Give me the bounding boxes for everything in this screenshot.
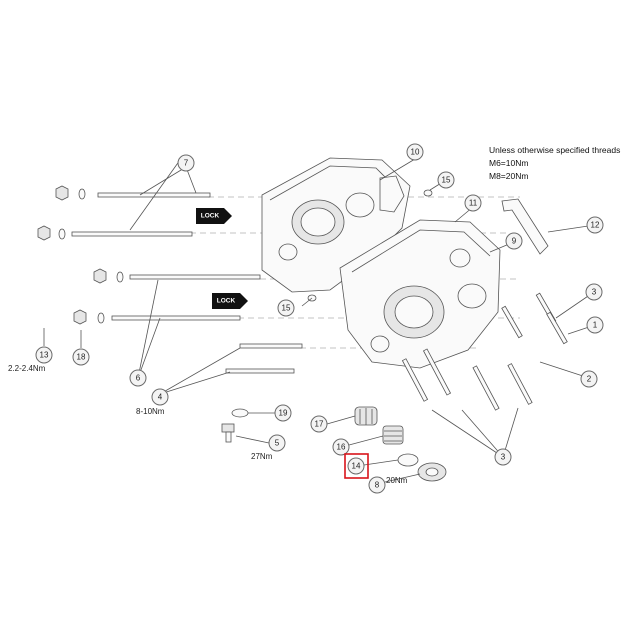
svg-text:16: 16 [337,443,346,452]
highlight-box [344,453,369,479]
bolt [239,343,303,349]
callout-17: 17 [310,415,328,433]
note-line: M8=20Nm [489,171,528,181]
torque-label-4: 8-10Nm [136,407,165,416]
right-bolts [401,292,568,411]
callout-18: 18 [72,348,90,366]
callout-9: 9 [505,232,523,250]
svg-text:11: 11 [469,199,478,208]
callout-11: 11 [464,194,482,212]
drain-plug-head [221,423,235,433]
svg-text:LOCK: LOCK [201,213,220,220]
filter-assembly [354,406,447,482]
stud-bolts [71,192,303,374]
callout-3: 3 [494,448,512,466]
callout-6: 6 [129,369,147,387]
callout-15: 15 [277,299,295,317]
bolt [507,363,533,405]
thread-torque-note: Unless otherwise specified threads M6=10… [489,145,620,181]
svg-text:4: 4 [158,393,163,402]
drain-plug-thread [225,431,232,443]
svg-text:10: 10 [411,148,420,157]
sealing-washer-icon [231,408,249,418]
nut-icon [73,309,87,325]
torque-label-13: 2.2-2.4Nm [8,364,46,373]
bolt [472,365,500,411]
note-line: Unless otherwise specified threads [489,145,620,155]
callout-4: 4 [151,388,169,406]
callout-12: 12 [586,216,604,234]
drain-plug-assembly [221,408,249,443]
callout-2: 2 [580,370,598,388]
svg-text:12: 12 [591,221,600,230]
callout-16: 16 [332,438,350,456]
svg-text:6: 6 [136,374,141,383]
crankcase-right-half [339,219,501,369]
lock-tag: LOCK [196,208,232,224]
breather-tube [501,198,549,255]
torque-label-8: 20Nm [386,476,408,485]
bolt [225,368,295,374]
svg-text:2: 2 [587,375,592,384]
svg-text:3: 3 [592,288,597,297]
callout-7: 7 [177,154,195,172]
bolt [422,348,452,396]
svg-text:3: 3 [501,453,506,462]
lock-tag: LOCK [212,293,248,309]
bolt [401,358,429,402]
o-ring-icon [397,453,419,467]
callout-8: 8 [368,476,386,494]
washer-icon [78,188,86,200]
svg-text:LOCK: LOCK [217,298,236,305]
callout-3: 3 [585,283,603,301]
nut-icon [55,185,69,201]
svg-text:7: 7 [184,159,189,168]
callout-10: 10 [406,143,424,161]
stud-bolt [111,315,241,321]
torque-label-5: 27Nm [251,452,273,461]
stud-bolt [71,231,193,237]
svg-text:5: 5 [275,439,280,448]
stud-bolt [129,274,261,280]
nut-icon [37,225,51,241]
callout-15: 15 [437,171,455,189]
note-line: M6=10Nm [489,158,528,168]
nut-icon [93,268,107,284]
svg-text:15: 15 [282,304,291,313]
svg-text:17: 17 [315,420,324,429]
svg-text:9: 9 [512,237,517,246]
callout-5: 5 [268,434,286,452]
callout-13: 13 [35,346,53,364]
svg-text:15: 15 [442,176,451,185]
spring-icon [382,425,404,445]
callout-14: 14 [347,457,365,475]
svg-text:14: 14 [352,462,361,471]
dowel-pin [423,189,433,197]
crankcase-left-half [261,157,411,293]
svg-text:18: 18 [77,353,86,362]
washer-icon [97,312,105,324]
bolt [546,311,568,345]
svg-text:1: 1 [593,321,598,330]
svg-text:13: 13 [40,351,49,360]
washer-icon [58,228,66,240]
svg-text:19: 19 [279,409,288,418]
bolt [501,305,523,339]
nuts-and-washers [37,185,124,325]
callout-1: 1 [586,316,604,334]
svg-text:8: 8 [375,481,380,490]
washer-icon [116,271,124,283]
callout-19: 19 [274,404,292,422]
